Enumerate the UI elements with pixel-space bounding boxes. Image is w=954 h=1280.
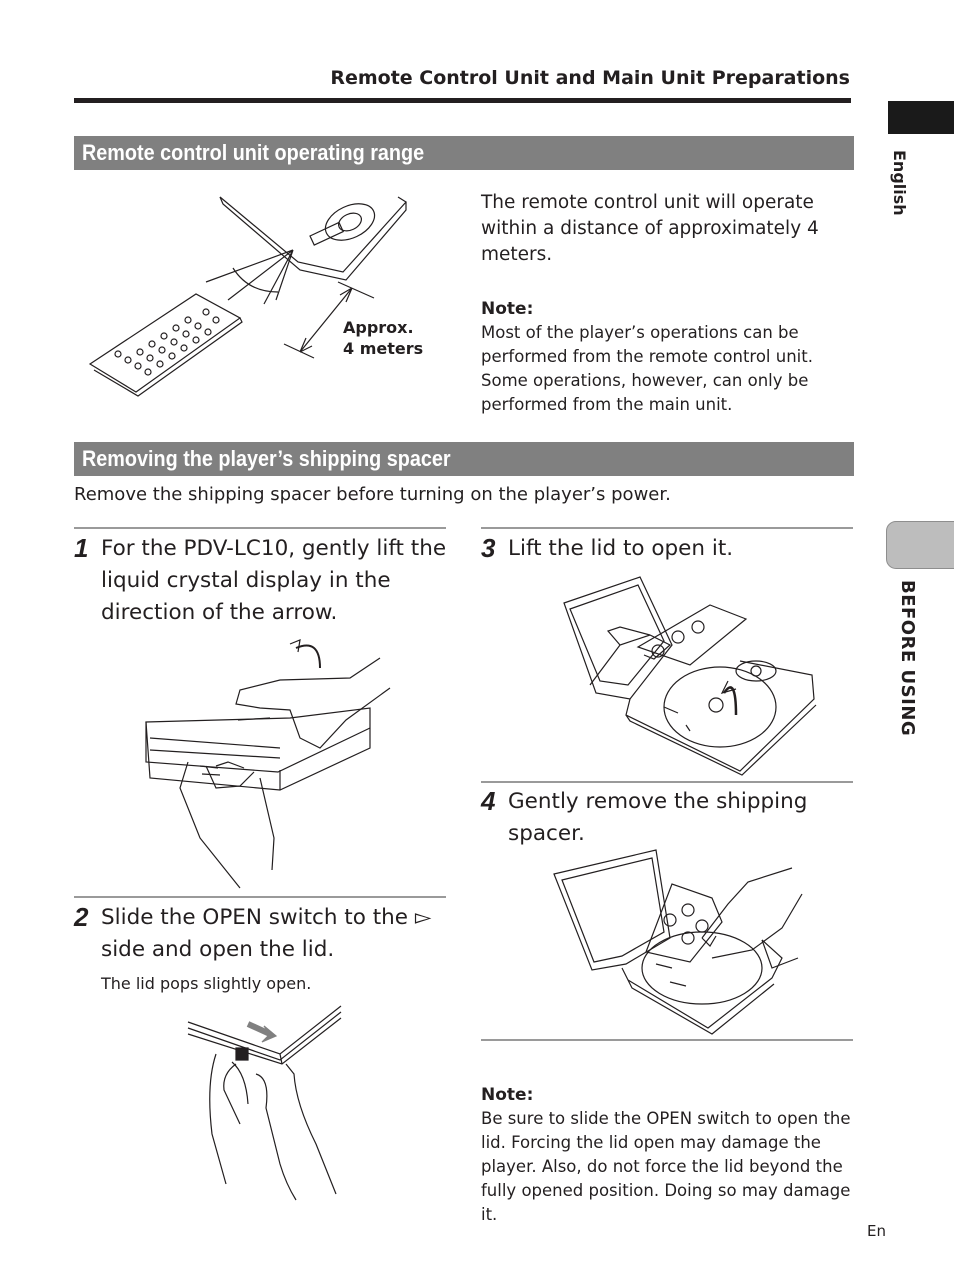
lcd-lift-illustration (140, 638, 395, 888)
step-divider (481, 781, 853, 783)
step-number: 4 (481, 786, 496, 816)
step-text: For the PDV-LC10, gently lift the liquid… (101, 536, 447, 625)
step-divider (74, 896, 446, 898)
step-divider (74, 527, 446, 529)
distance-label-line2: 4 meters (343, 339, 424, 358)
step-text: Lift the lid to open it. (508, 536, 734, 561)
distance-label: Approx. 4 meters (343, 317, 423, 359)
lid-open-illustration (560, 575, 822, 775)
note-heading: Note: (481, 1085, 534, 1105)
remote-range-illustration (88, 192, 438, 402)
note-heading: Note: (481, 299, 534, 319)
page-header-title: Remote Control Unit and Main Unit Prepar… (330, 67, 850, 89)
step-text: Gently remove the shipping spacer. (508, 789, 808, 846)
section-heading-text: Removing the player’s shipping spacer (82, 446, 451, 471)
step-subtext: The lid pops slightly open. (101, 974, 312, 993)
note-text: Most of the player’s operations can be p… (481, 323, 813, 414)
distance-label-line1: Approx. (343, 318, 414, 337)
step-text: Slide the OPEN switch to the ▻ side and … (101, 905, 432, 962)
spacer-remove-illustration (552, 848, 820, 1034)
header-rule (74, 98, 851, 103)
section-heading-shipping-spacer: Removing the player’s shipping spacer (74, 442, 854, 476)
chapter-tab-marker (886, 521, 954, 569)
language-label: English (890, 150, 909, 216)
section-intro: Remove the shipping spacer before turnin… (74, 484, 671, 505)
page-language-code: En (867, 1222, 886, 1240)
step-divider (481, 527, 853, 529)
step-number: 1 (74, 533, 89, 563)
language-tab-marker (888, 101, 954, 134)
operating-range-text: The remote control unit will operate wit… (481, 192, 819, 265)
step-number: 3 (481, 533, 496, 563)
chapter-label: BEFORE USING (897, 580, 918, 737)
note-text: Be sure to slide the OPEN switch to open… (481, 1109, 851, 1224)
step-divider (481, 1039, 853, 1041)
step-number: 2 (74, 902, 89, 932)
open-switch-illustration (186, 1004, 346, 1200)
section-heading-operating-range: Remote control unit operating range (74, 136, 854, 170)
section-heading-text: Remote control unit operating range (82, 140, 425, 165)
